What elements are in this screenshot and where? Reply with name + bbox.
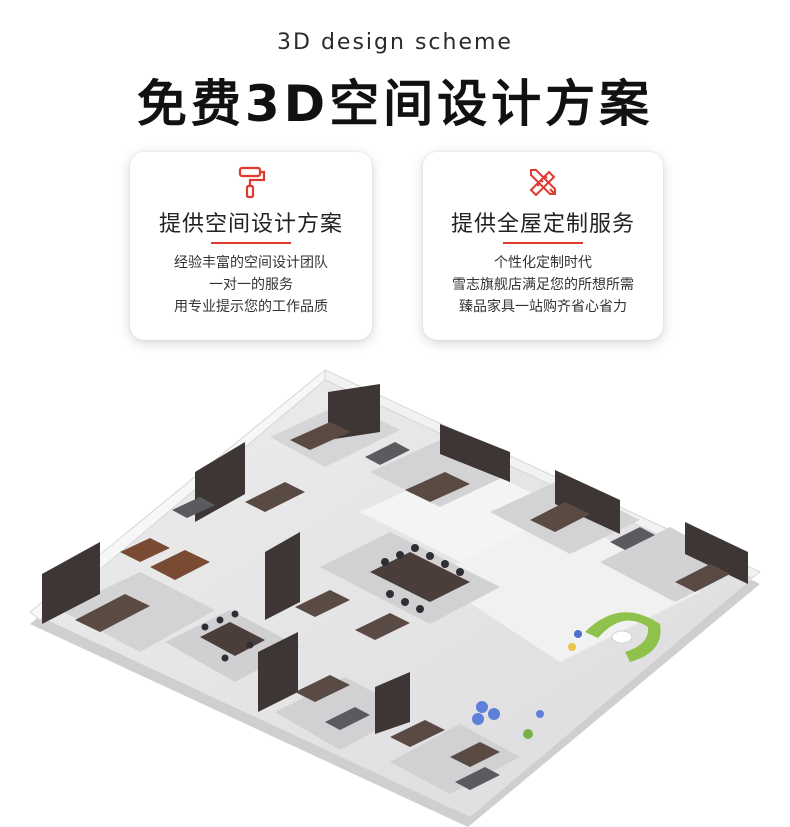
ruler-pencil-icon [529, 169, 556, 197]
sofas [120, 442, 655, 790]
page-title: 免费3D空间设计方案 [136, 75, 654, 133]
card-desc-line: 用专业提示您的工作品质 [174, 299, 328, 315]
card-description: 经验丰富的空间设计团队 一对一的服务 用专业提示您的工作品质 [130, 252, 372, 318]
blue-stools [472, 701, 544, 725]
card-title: 提供空间设计方案 [158, 212, 343, 237]
card-desc-line: 臻品家具一站购齐省心省力 [459, 299, 627, 315]
paint-roller-icon [238, 166, 266, 199]
card-desc-line: 经验丰富的空间设计团队 [174, 255, 328, 271]
office-floorplan-illustration [29, 368, 761, 827]
title-underline [211, 242, 291, 244]
card-title: 提供全屋定制服务 [450, 212, 635, 237]
corridor [430, 512, 700, 662]
card-description: 个性化定制时代 雪志旗舰店满足您的所想所需 臻品家具一站购齐省心省力 [423, 252, 663, 318]
conference-table [370, 552, 470, 602]
desks [75, 422, 730, 767]
plant [523, 729, 533, 739]
subtitle-en: 3D design scheme [277, 30, 513, 55]
card-desc-line: 雪志旗舰店满足您的所想所需 [452, 277, 634, 293]
title-underline [503, 242, 583, 244]
room-floor [370, 440, 510, 507]
card-desc-line: 一对一的服务 [209, 277, 293, 293]
card-desc-line: 个性化定制时代 [494, 255, 592, 271]
chairs [201, 544, 464, 662]
service-card-custom: 提供全屋定制服务 个性化定制时代 雪志旗舰店满足您的所想所需 臻品家具一站购齐省… [423, 152, 663, 340]
lounge-area [568, 612, 661, 662]
service-card-design: 提供空间设计方案 经验丰富的空间设计团队 一对一的服务 用专业提示您的工作品质 [130, 152, 372, 340]
cabinet-units [42, 384, 748, 734]
